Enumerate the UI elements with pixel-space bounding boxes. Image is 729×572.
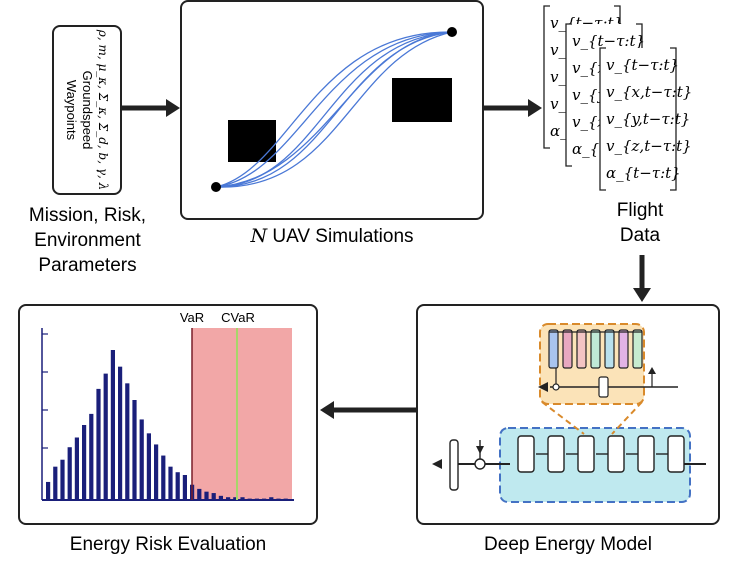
- flight-data-caption-line1: Flight: [616, 200, 664, 221]
- obstacle-left: [228, 120, 276, 162]
- cvar-label: CVaR: [221, 310, 255, 325]
- histogram-bar: [53, 466, 58, 500]
- parameters-text: Waypoints Groundspeed ρ, m, μ_κ, Σ_κ, Σ_…: [64, 29, 110, 190]
- histogram-bar: [125, 383, 130, 500]
- risk-caption: Energy Risk Evaluation: [69, 534, 267, 555]
- simulation-scene: [211, 27, 457, 192]
- inputs-caption-line1: Mission, Risk,: [28, 205, 147, 226]
- chain-sum-node: [474, 458, 486, 470]
- lstm-block: [577, 435, 595, 473]
- histogram-bar: [110, 350, 115, 500]
- histogram-bar: [240, 497, 245, 500]
- y-ticks: [42, 333, 48, 449]
- histogram-bar: [67, 447, 72, 500]
- lstm-block: [637, 435, 655, 473]
- flight-data-row: v_{y,t−τ:t}: [606, 110, 690, 128]
- simulation-caption: N UAV Simulations: [180, 224, 484, 249]
- histogram-bar: [204, 491, 209, 500]
- arrow-data-to-model: [633, 255, 651, 302]
- risk-histogram: VaR CVaR: [41, 310, 294, 501]
- groundspeed-text: Groundspeed: [80, 71, 95, 150]
- flight-data-caption-line2: Data: [619, 225, 661, 246]
- flight-data-row: α_{t−τ:t}: [606, 164, 681, 182]
- histogram-bar: [161, 455, 166, 500]
- histogram-bar: [168, 466, 173, 500]
- lstm-block: [607, 435, 625, 473]
- histogram-bar: [96, 388, 101, 500]
- goal-point: [447, 27, 457, 37]
- histogram-bar: [146, 433, 151, 500]
- model-caption: Deep Energy Model: [484, 534, 652, 555]
- zoom-line-right: [611, 401, 643, 435]
- arrow-model-to-risk: [320, 401, 416, 419]
- arrow-sim-to-data: [484, 99, 542, 117]
- output-layer-block: [449, 439, 459, 491]
- histogram-bar: [103, 373, 108, 500]
- zoom-line-left: [541, 401, 585, 435]
- histogram-bar: [89, 413, 94, 500]
- chain-sum-arrowhead: [476, 446, 484, 454]
- inputs-caption: Mission, Risk, Environment Parameters: [0, 203, 175, 278]
- obstacle-right: [392, 78, 452, 122]
- histogram-bar: [197, 488, 202, 500]
- cell-up-arrowhead: [648, 367, 656, 374]
- histogram-bar: [139, 419, 144, 500]
- histogram-bar: [60, 459, 65, 500]
- histogram-bar: [269, 497, 274, 500]
- simulation-caption-var: N: [250, 225, 268, 247]
- lstm-block: [547, 435, 565, 473]
- histogram-bar: [175, 472, 180, 500]
- histogram-bar: [118, 366, 123, 500]
- chain-output-arrowhead: [432, 459, 442, 469]
- var-label: VaR: [180, 310, 204, 325]
- lstm-block: [517, 435, 535, 473]
- arrow-inputs-to-sim: [122, 99, 180, 117]
- histogram-bar: [154, 444, 159, 500]
- model-diagram: [432, 323, 706, 503]
- vector-bracket: [599, 47, 677, 191]
- histogram-bar: [226, 497, 231, 500]
- inputs-caption-line3: Parameters: [38, 255, 137, 276]
- flight-data-stack: v_{t−τ:t} v_{x,t−τ:t} v_{y,t−τ:t} v_{z,t−τ:…: [543, 5, 692, 191]
- simulation-caption-text: UAV Simulations: [267, 226, 414, 247]
- histogram-bar: [46, 481, 51, 500]
- cell-state-arrowhead: [538, 382, 548, 392]
- flight-data-row: v_{z,t−τ:t}: [606, 137, 692, 155]
- histogram-bar: [74, 437, 79, 500]
- histogram-bar: [132, 400, 137, 500]
- cell-multiply-node: [552, 383, 560, 391]
- cell-output-block: [598, 376, 609, 398]
- histogram-bar: [233, 497, 238, 500]
- histogram-bar: [82, 425, 87, 500]
- inputs-caption-line2: Environment: [34, 230, 141, 251]
- flight-data-row: v_{x,t−τ:t}: [606, 83, 692, 101]
- start-point: [211, 182, 221, 192]
- histogram-bar: [211, 493, 216, 500]
- cell-gates: [548, 329, 643, 369]
- flight-data-row: v_{t−τ:t}: [606, 56, 679, 74]
- flight-data-vector-3: v_{t−τ:t} v_{x,t−τ:t} v_{y,t−τ:t} v_{z,t−τ:…: [599, 47, 692, 191]
- histogram-bar: [182, 475, 187, 500]
- lstm-block: [667, 435, 685, 473]
- histogram-bar: [218, 495, 223, 500]
- tail-region: [192, 328, 292, 500]
- flight-data-row: v_{t−τ:t}: [572, 32, 645, 50]
- flight-data-caption: Flight Data: [595, 198, 685, 248]
- waypoints-text: Waypoints: [64, 80, 79, 141]
- parameters-box: [52, 25, 122, 195]
- trajectory-paths: [215, 31, 453, 188]
- risk-params-text: ρ, m, μ_κ, Σ_κ, Σ_d, b, γ, λ: [96, 29, 110, 190]
